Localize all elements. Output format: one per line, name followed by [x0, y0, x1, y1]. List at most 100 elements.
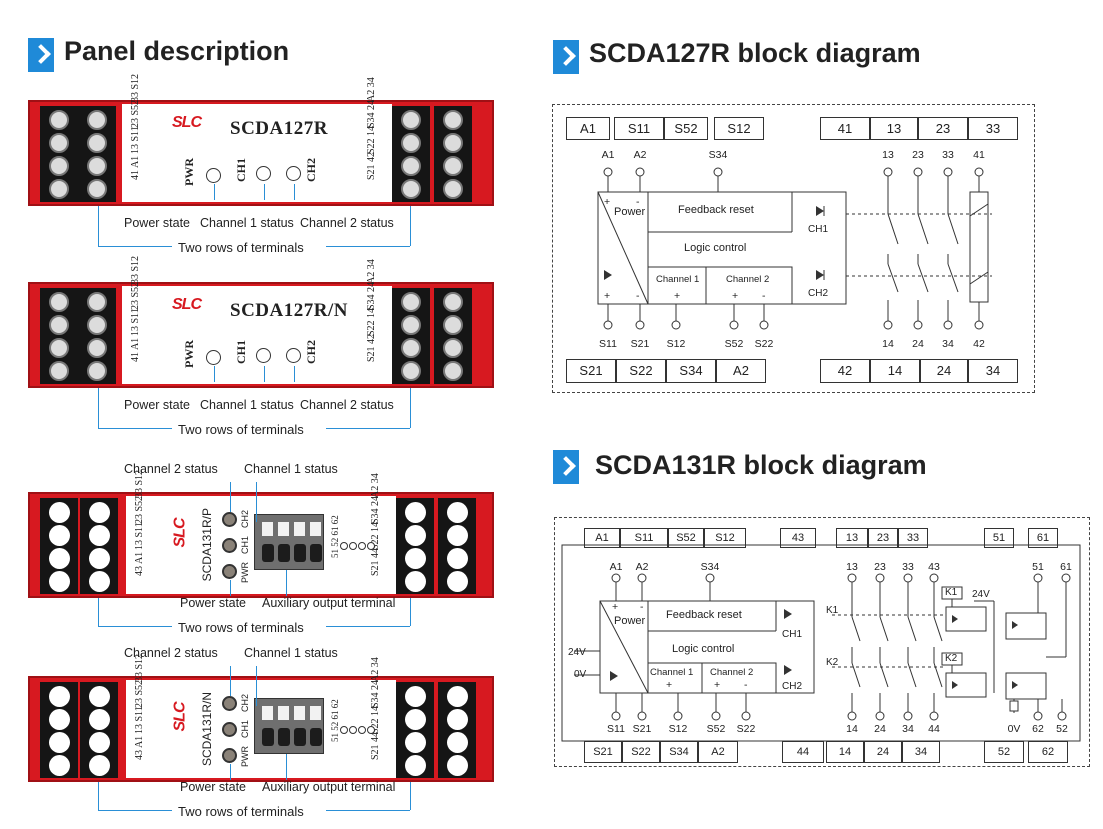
- aux-pin: [262, 522, 273, 536]
- terminal-screw-icon: [49, 338, 69, 358]
- power-led-icon: [222, 564, 237, 579]
- callout-line: [98, 810, 172, 811]
- terminal-label: 13 S11: [130, 126, 141, 154]
- ch2-label: CH2: [240, 510, 250, 529]
- aux-pin: [262, 544, 274, 562]
- callout-line: [98, 388, 99, 428]
- terminal-screw-icon: [87, 133, 107, 153]
- polarity-sign: -: [640, 601, 644, 613]
- terminal-screw-icon: [447, 571, 468, 592]
- ch2-label: CH2: [304, 340, 318, 364]
- pin-label: 43: [928, 561, 940, 573]
- aux-terminal-numbers: 51 52 61 62: [330, 699, 340, 742]
- terminal-cell: 14: [870, 359, 920, 383]
- ch1-label: CH1: [782, 629, 803, 640]
- power-state-label: Power state: [180, 596, 247, 610]
- terminal-screw-icon: [447, 525, 468, 546]
- aux-pin: [310, 544, 322, 562]
- terminal-label: A2 34: [370, 657, 381, 682]
- terminal-cell: 33: [898, 528, 928, 548]
- callout-line: [98, 782, 99, 810]
- pin-label: 51: [1032, 561, 1044, 573]
- pin-label: 44: [928, 723, 940, 735]
- pin-label: 41: [973, 149, 985, 161]
- pin-label: 34: [902, 723, 914, 735]
- terminal-screw-icon: [443, 361, 463, 381]
- aux-pin: [278, 706, 289, 720]
- terminal-screw-icon: [49, 525, 70, 546]
- terminal-screw-icon: [405, 686, 426, 707]
- terminal-cell: S11: [614, 117, 664, 140]
- terminal-cell: 23: [868, 528, 898, 548]
- pin-label: S11: [607, 723, 625, 735]
- pin-label: 13: [846, 561, 858, 573]
- terminal-screw-icon: [443, 110, 463, 130]
- callout-line: [256, 482, 257, 522]
- channel1-led-icon: [222, 538, 237, 553]
- heading-chevron-icon: [28, 38, 54, 72]
- heading-chevron-icon: [553, 40, 579, 74]
- channel1-label: Channel 1: [656, 274, 700, 285]
- polarity-sign: +: [604, 290, 611, 302]
- callout-line: [294, 366, 295, 382]
- two-rows-terminals-label: Two rows of terminals: [178, 422, 304, 437]
- terminal-label: S22 14: [366, 125, 377, 154]
- terminal-screw-icon: [89, 548, 110, 569]
- pin-label: A1: [601, 149, 615, 161]
- pin-label: 42: [973, 338, 985, 350]
- two-rows-terminals-label: Two rows of terminals: [178, 620, 304, 635]
- channel2-label: Channel 2: [726, 274, 770, 285]
- channel1-led-icon: [222, 722, 237, 737]
- terminal-label: 33 S12: [130, 73, 141, 102]
- terminal-screw-icon: [49, 315, 69, 335]
- terminal-screw-icon: [87, 156, 107, 176]
- channel2-status-label: Channel 2 status: [124, 462, 218, 476]
- pin-label: S21: [632, 723, 652, 735]
- terminal-screw-icon: [401, 110, 421, 130]
- ch2-label: CH2: [240, 694, 250, 713]
- pin-label: 33: [902, 561, 914, 573]
- terminal-screw-icon: [405, 709, 426, 730]
- callout-line: [326, 428, 410, 429]
- terminal-label: S34 24: [370, 495, 381, 524]
- callout-line: [256, 666, 257, 706]
- polarity-sign: +: [732, 290, 739, 302]
- pin-label: 24: [874, 723, 886, 735]
- channel2-led-icon: [222, 696, 237, 711]
- terminal-cell: 51: [984, 528, 1014, 548]
- pin-label: 52: [1056, 723, 1068, 735]
- aux-pin: [278, 728, 290, 746]
- terminal-screw-icon: [405, 502, 426, 523]
- terminal-cell: 23: [918, 117, 968, 140]
- terminal-screw-icon: [89, 502, 110, 523]
- terminal-screw-icon: [447, 732, 468, 753]
- terminal-label: A2 34: [366, 77, 377, 102]
- pin-label: A1: [609, 561, 623, 573]
- 24v-coil-label: 24V: [972, 589, 990, 600]
- terminal-cell: 24: [864, 741, 902, 763]
- terminal-screw-icon: [87, 361, 107, 381]
- terminal-label: S34 24: [370, 679, 381, 708]
- terminal-screw-icon: [49, 110, 69, 130]
- terminal-label: 23 S52: [130, 99, 141, 128]
- terminal-cell: 42: [820, 359, 870, 383]
- model-name: SCDA127R: [230, 118, 328, 139]
- ch1-label: CH1: [234, 158, 248, 182]
- terminal-cell: 52: [984, 741, 1024, 763]
- callout-line: [326, 246, 410, 247]
- terminal-screw-icon: [405, 571, 426, 592]
- terminal-label: S21 42: [366, 333, 377, 362]
- ch2-label: CH2: [808, 288, 829, 299]
- terminal-cell: 34: [968, 359, 1018, 383]
- callout-line: [98, 206, 99, 246]
- pin-label: 13: [882, 149, 894, 161]
- terminal-screw-icon: [447, 709, 468, 730]
- power-state-label: Power state: [124, 398, 191, 412]
- terminal-screw-icon: [87, 292, 107, 312]
- aux-pin: [310, 728, 322, 746]
- pin-label: 34: [942, 338, 954, 350]
- pin-label: 23: [874, 561, 886, 573]
- terminal-cell: 13: [836, 528, 868, 548]
- k1-coil-label: K1: [945, 587, 958, 598]
- aux-pin: [294, 522, 305, 536]
